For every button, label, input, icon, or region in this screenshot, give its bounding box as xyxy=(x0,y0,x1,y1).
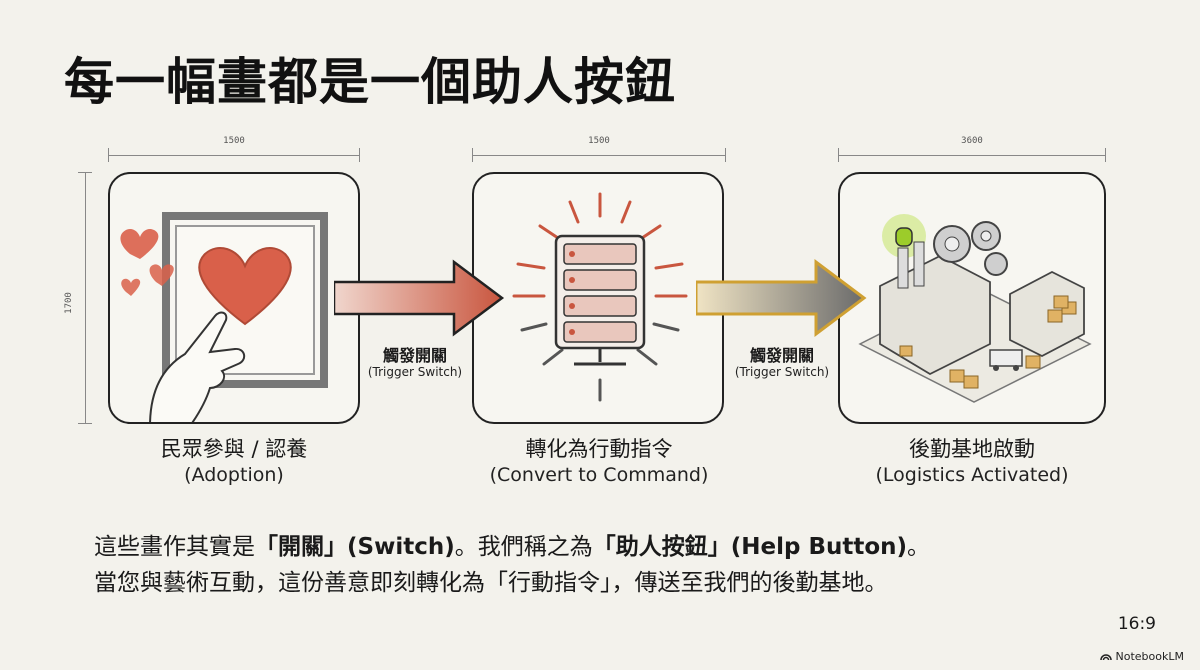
caption-logistics-en: (Logistics Activated) xyxy=(875,463,1069,486)
body-line-1-part-c: 。我們稱之為 xyxy=(454,534,593,560)
notebooklm-logo-icon xyxy=(1099,654,1112,661)
dimension-label-2: 1500 xyxy=(588,136,610,146)
panel-convert-command xyxy=(472,172,724,424)
body-line-1: 這些畫作其實是「開關」(Switch)。我們稱之為「助人按鈕」(Help But… xyxy=(94,530,1134,566)
caption-adoption: 民眾參與 / 認養 (Adoption) xyxy=(84,436,384,487)
caption-convert: 轉化為行動指令 (Convert to Command) xyxy=(449,436,749,487)
brand-watermark: NotebookLM xyxy=(1099,650,1184,663)
panel-adoption xyxy=(108,172,360,424)
dimension-label-3: 3600 xyxy=(961,136,983,146)
body-line-1-part-a: 這些畫作其實是 xyxy=(94,534,255,560)
caption-convert-en: (Convert to Command) xyxy=(489,463,709,486)
panel-logistics xyxy=(838,172,1106,424)
trigger-switch-zh-2: 觸發開關 xyxy=(749,346,814,365)
aspect-ratio-label: 16:9 xyxy=(1117,614,1156,634)
caption-adoption-en: (Adoption) xyxy=(184,463,284,486)
body-line-1-part-e: 。 xyxy=(907,534,931,560)
trigger-switch-label-2: 觸發開關 (Trigger Switch) xyxy=(722,346,842,380)
trigger-switch-en-2: (Trigger Switch) xyxy=(734,365,830,380)
caption-convert-zh: 轉化為行動指令 xyxy=(525,437,673,461)
right-arrow-icon xyxy=(332,259,505,337)
body-paragraph: 這些畫作其實是「開關」(Switch)。我們稱之為「助人按鈕」(Help But… xyxy=(94,530,1134,601)
switch-term: 「開關」(Switch) xyxy=(255,534,455,560)
dimension-marker-3: 3600 xyxy=(838,136,1106,162)
dimension-marker-height: 1700 xyxy=(64,172,92,424)
dimension-marker-1: 1500 xyxy=(108,136,360,162)
caption-adoption-zh: 民眾參與 / 認養 xyxy=(160,437,308,461)
right-arrow-icon xyxy=(694,259,867,337)
trigger-switch-zh-1: 觸發開關 xyxy=(382,346,447,365)
brand-label: NotebookLM xyxy=(1115,650,1184,663)
trigger-switch-label-1: 觸發開關 (Trigger Switch) xyxy=(355,346,475,380)
heart-painting-illustration xyxy=(120,212,328,422)
dimension-marker-2: 1500 xyxy=(472,136,726,162)
help-button-term: 「助人按鈕」(Help Button) xyxy=(592,534,908,560)
dimension-label-1: 1500 xyxy=(223,136,245,146)
trigger-switch-en-1: (Trigger Switch) xyxy=(367,365,463,380)
body-line-2: 當您與藝術互動，這份善意即刻轉化為「行動指令」，傳送至我們的後勤基地。 xyxy=(94,569,888,596)
trigger-arrow-1 xyxy=(332,256,510,344)
page-title: 每一幅畫都是一個助人按鈕 xyxy=(64,53,676,111)
server-illustration xyxy=(512,192,688,402)
dimension-label-height: 1700 xyxy=(63,292,74,314)
caption-logistics-zh: 後勤基地啟動 xyxy=(909,437,1035,461)
trigger-arrow-2 xyxy=(694,256,872,344)
factory-illustration xyxy=(858,214,1092,403)
caption-logistics: 後勤基地啟動 (Logistics Activated) xyxy=(822,436,1122,487)
